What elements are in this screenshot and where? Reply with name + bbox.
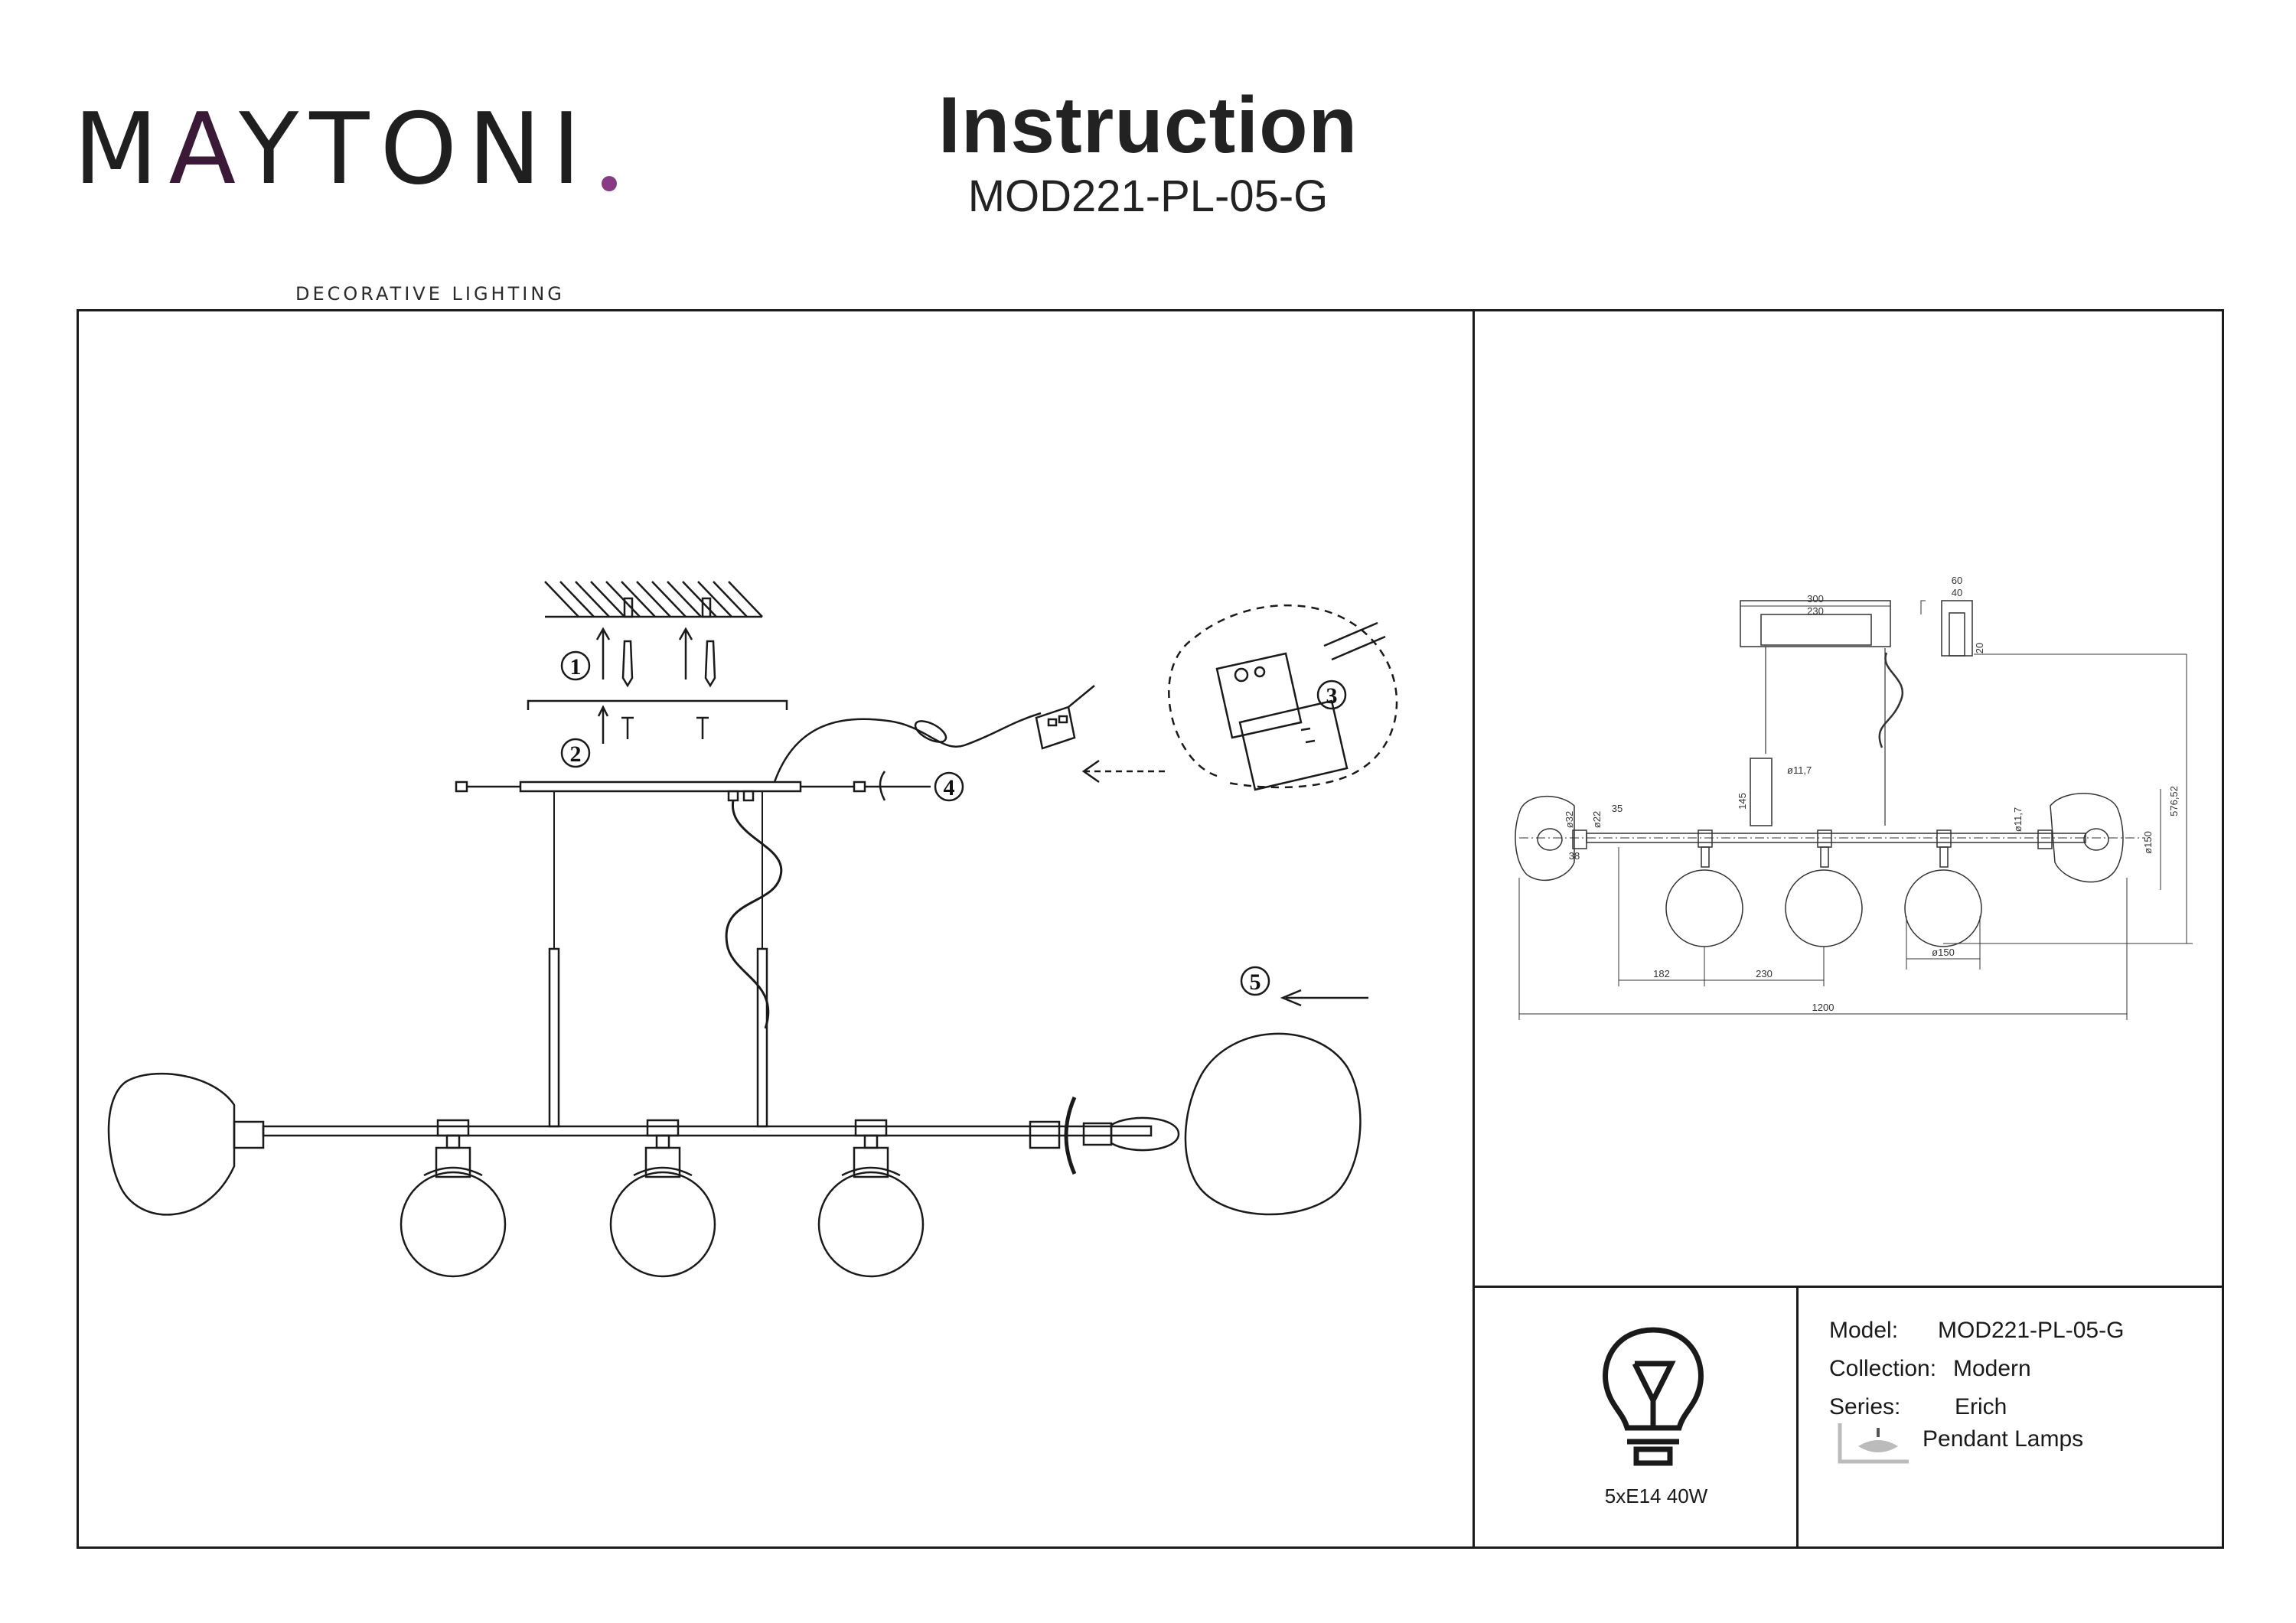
series-value: Erich [1955, 1394, 2007, 1419]
glass-shade-left [107, 1072, 236, 1216]
model-value: MOD221-PL-05-G [1938, 1318, 2125, 1343]
drawing-frame [77, 309, 2224, 1549]
dim-holder-diameter: ø32 [1564, 811, 1575, 828]
step-3-marker [1316, 680, 1347, 710]
collection-value: Modern [1953, 1356, 2031, 1381]
dim-canopy-inner: 230 [1807, 605, 1824, 617]
dim-spacing-1: 182 [1653, 968, 1670, 979]
screw-icon [597, 705, 709, 744]
dim-rod-diameter-2: ø11,7 [2012, 807, 2024, 832]
step-2-marker [560, 738, 591, 768]
step-5-marker [1240, 966, 1270, 996]
mounting-bracket [527, 699, 788, 710]
main-bar [262, 1125, 1153, 1137]
canopy-side [1941, 600, 1973, 657]
dim-bar-diameter: ø22 [1591, 811, 1603, 828]
assembly-drawing: 1 2 4 3 [107, 581, 1398, 1278]
glass-shade-3 [817, 1119, 925, 1278]
dim-rod-diameter: ø11,7 [1787, 764, 1812, 776]
dimension-drawing: 300 230 60 40 20 145 ø11,7 ø32 ø22 35 38… [1515, 575, 2193, 1020]
dim-canopy-height: 20 [1974, 643, 1985, 653]
collection-label: Collection: [1829, 1356, 1937, 1381]
brand-logo: MAYTONI DECORATIVE LIGHTING [73, 86, 617, 305]
dim-shade-diameter-side: ø150 [2142, 831, 2154, 854]
shade-side-right-dim [2050, 793, 2124, 883]
dim-total-length: 1200 [1812, 1002, 1835, 1013]
step-3-label: 3 [1326, 683, 1338, 709]
dim-spacing-2: 230 [1756, 968, 1773, 979]
glass-shade-1 [400, 1119, 507, 1278]
dim-canopy-width: 300 [1807, 593, 1824, 605]
dim-rod-height: 145 [1737, 793, 1748, 810]
shade-bottom-2-dim [1785, 829, 1863, 947]
page-model: MOD221-PL-05-G [967, 171, 1329, 221]
step-2-label: 2 [570, 741, 582, 767]
detail-callout [1168, 604, 1398, 789]
dim-canopy-depth: 60 [1952, 575, 1962, 586]
supply-wire [773, 712, 1042, 783]
canopy-front [1740, 600, 1891, 647]
model-label: Model: [1829, 1318, 1899, 1343]
dim-holder-length: 38 [1569, 850, 1580, 862]
bulb-icon [1110, 1116, 1180, 1152]
step-1-marker [560, 650, 591, 681]
dim-canopy-depth-inner: 40 [1952, 587, 1962, 598]
shade-side-left-dim [1515, 796, 1575, 882]
frame-divider-bulb [1796, 1286, 1799, 1549]
suspension-rod-right [756, 947, 768, 1128]
suspension-rod-left [548, 947, 560, 1128]
coiled-cable-dim [1878, 652, 1903, 748]
dim-total-height: 576,52 [2168, 786, 2180, 816]
glass-shade-2 [609, 1119, 716, 1278]
step-4-label: 4 [944, 775, 955, 800]
wall-anchor-icon [595, 627, 716, 688]
terminal-block-icon [1035, 685, 1095, 750]
logo-dot-icon [602, 176, 617, 191]
brand-name: MAYTONI [73, 93, 592, 207]
ceiling-icon [544, 581, 763, 618]
junction-box-icon [1215, 621, 1386, 791]
frame-divider-main [1473, 309, 1475, 1549]
frame-divider-specs [1473, 1286, 2224, 1288]
shade-bottom-1-dim [1665, 829, 1743, 947]
pendant-lamp-icon [1838, 1423, 1909, 1464]
lamp-holder-right [1029, 1120, 1061, 1149]
step-4-marker [934, 771, 964, 802]
dim-shade-diameter-bottom: ø150 [1932, 947, 1955, 958]
glass-shade-detached [1184, 1032, 1362, 1216]
type-value: Pendant Lamps [1923, 1426, 2084, 1452]
bulb-spec: 5xE14 40W [1604, 1484, 1708, 1507]
coiled-cable [725, 800, 783, 1029]
dim-holder-width: 35 [1612, 803, 1623, 814]
step-1-label: 1 [570, 654, 582, 680]
step-5-label: 5 [1250, 970, 1261, 995]
brand-tagline: DECORATIVE LIGHTING [295, 283, 565, 305]
page-title: Instruction [938, 81, 1358, 170]
series-label: Series: [1829, 1394, 1901, 1419]
canopy [519, 781, 802, 793]
light-bulb-icon [1603, 1327, 1704, 1466]
shade-bottom-3-dim [1904, 829, 1982, 947]
